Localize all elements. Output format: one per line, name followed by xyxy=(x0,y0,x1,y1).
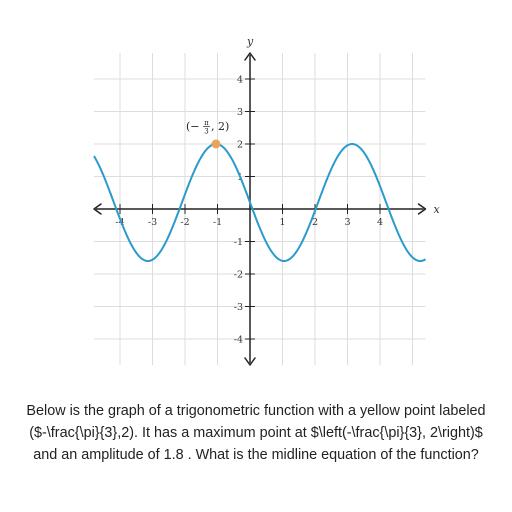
x-tick-label: -1 xyxy=(213,217,222,228)
x-tick-label: 4 xyxy=(377,217,383,228)
x-axis-label: x xyxy=(434,203,441,216)
y-tick-label: -2 xyxy=(234,270,243,281)
y-axis-label: y xyxy=(246,35,254,48)
point-label-frac-denominator: 3 xyxy=(204,128,208,136)
x-tick-label: 3 xyxy=(344,217,350,228)
y-axis-up-arrow xyxy=(244,52,256,61)
x-tick-label: -2 xyxy=(180,217,189,228)
y-tick-label: 2 xyxy=(237,140,243,151)
y-tick-label: 4 xyxy=(237,75,243,86)
y-tick-label: -4 xyxy=(234,335,243,346)
x-tick-label: -3 xyxy=(148,217,157,228)
point-label-prefix: (− xyxy=(186,120,200,133)
point-label: (− π 3 , 2) xyxy=(186,119,229,136)
sine-curve-series xyxy=(93,142,427,263)
x-tick-label: 2 xyxy=(312,217,318,228)
maximum-point-marker xyxy=(211,139,221,149)
y-tick-label: -1 xyxy=(234,237,243,248)
x-tick-label: -4 xyxy=(115,217,124,228)
grid-lines xyxy=(94,53,426,365)
point-label-frac-numerator: π xyxy=(204,119,209,127)
y-axis-down-arrow xyxy=(244,357,256,366)
y-tick-label: 3 xyxy=(237,107,243,118)
y-tick-label: -3 xyxy=(234,302,243,313)
question-text: Below is the graph of a trigonometric fu… xyxy=(26,403,486,463)
axes xyxy=(93,52,427,366)
point-label-suffix: , 2) xyxy=(211,120,229,133)
x-axis-right-arrow xyxy=(417,203,427,215)
x-tick-label: 1 xyxy=(279,217,285,228)
x-axis-left-arrow xyxy=(93,203,102,215)
